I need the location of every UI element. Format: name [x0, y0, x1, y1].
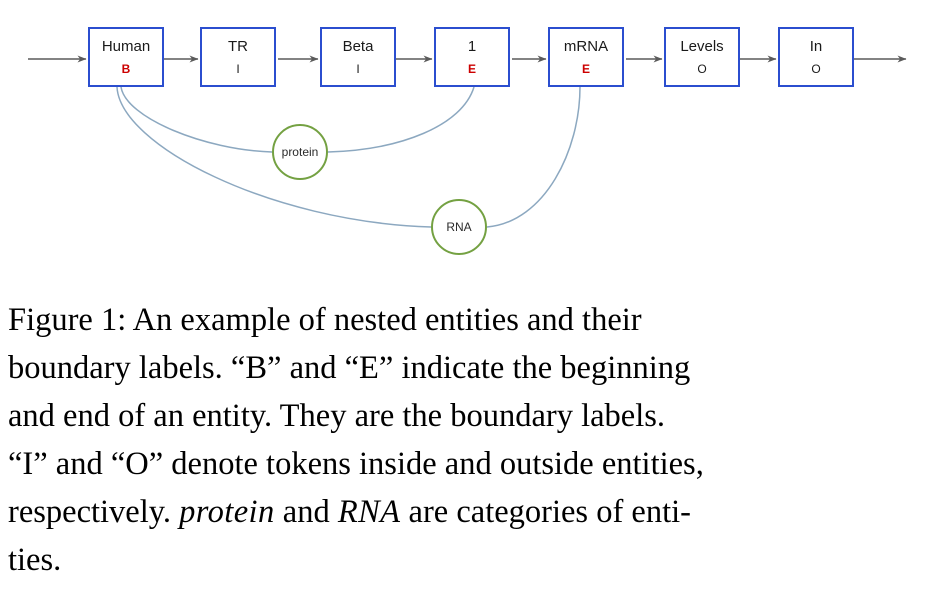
caption-line-5-text-c: are categories of enti- [400, 494, 691, 530]
token-tag: I [356, 62, 360, 76]
caption-line: ties. [8, 536, 928, 584]
token-word: In [809, 38, 823, 55]
token-tag: O [811, 62, 821, 76]
caption-line: and end of an entity. They are the bound… [8, 392, 928, 440]
token-box[interactable]: 1 E [434, 27, 510, 87]
category-node-label: protein [281, 145, 319, 159]
token-box[interactable]: TR I [200, 27, 276, 87]
token-box[interactable]: In O [778, 27, 854, 87]
caption-line-5-text-a: respectively. [8, 494, 180, 530]
caption-line: respectively. protein and RNA are catego… [8, 488, 928, 536]
token-tag: E [467, 62, 476, 76]
token-word: Human [101, 38, 151, 55]
figure-connector-layer [28, 55, 907, 228]
caption-line-6-text: ties. [8, 542, 62, 578]
caption-math-protein: protein [179, 494, 275, 530]
caption-line-5-text-b: and [274, 494, 338, 530]
token-word: Levels [680, 38, 724, 55]
caption-line: “I” and “O” denote tokens inside and out… [8, 440, 928, 488]
caption-math-rna: RNA [337, 494, 401, 530]
entity-arc-protein [120, 86, 475, 153]
caption-line-2-text: boundary labels. “B” and “E” indicate th… [8, 350, 691, 386]
token-word: mRNA [563, 38, 609, 55]
caption-line-3-text: and end of an entity. They are the bound… [8, 398, 665, 434]
token-word: 1 [467, 38, 477, 55]
token-word: TR [228, 38, 248, 55]
figure-diagram: Human B TR I Beta I 1 E mRNA E Levels O … [0, 0, 936, 280]
token-tag: B [121, 62, 131, 76]
caption-line-1-text: Figure 1: An example of nested entities … [8, 302, 642, 338]
token-box[interactable]: mRNA E [548, 27, 624, 87]
category-node-label: RNA [446, 220, 472, 234]
caption-line: Figure 1: An example of nested entities … [8, 296, 928, 344]
token-tag: E [581, 62, 590, 76]
entity-arc-rna [116, 86, 581, 228]
token-tag: O [697, 62, 707, 76]
token-tag: I [236, 62, 240, 76]
caption-line-4-text: “I” and “O” denote tokens inside and out… [8, 446, 704, 482]
figure-caption: Figure 1: An example of nested entities … [8, 296, 928, 584]
caption-line: boundary labels. “B” and “E” indicate th… [8, 344, 928, 392]
category-node-rna[interactable]: RNA [431, 199, 487, 255]
token-box[interactable]: Human B [88, 27, 164, 87]
token-box[interactable]: Beta I [320, 27, 396, 87]
token-box[interactable]: Levels O [664, 27, 740, 87]
token-word: Beta [342, 38, 374, 55]
category-node-protein[interactable]: protein [272, 124, 328, 180]
